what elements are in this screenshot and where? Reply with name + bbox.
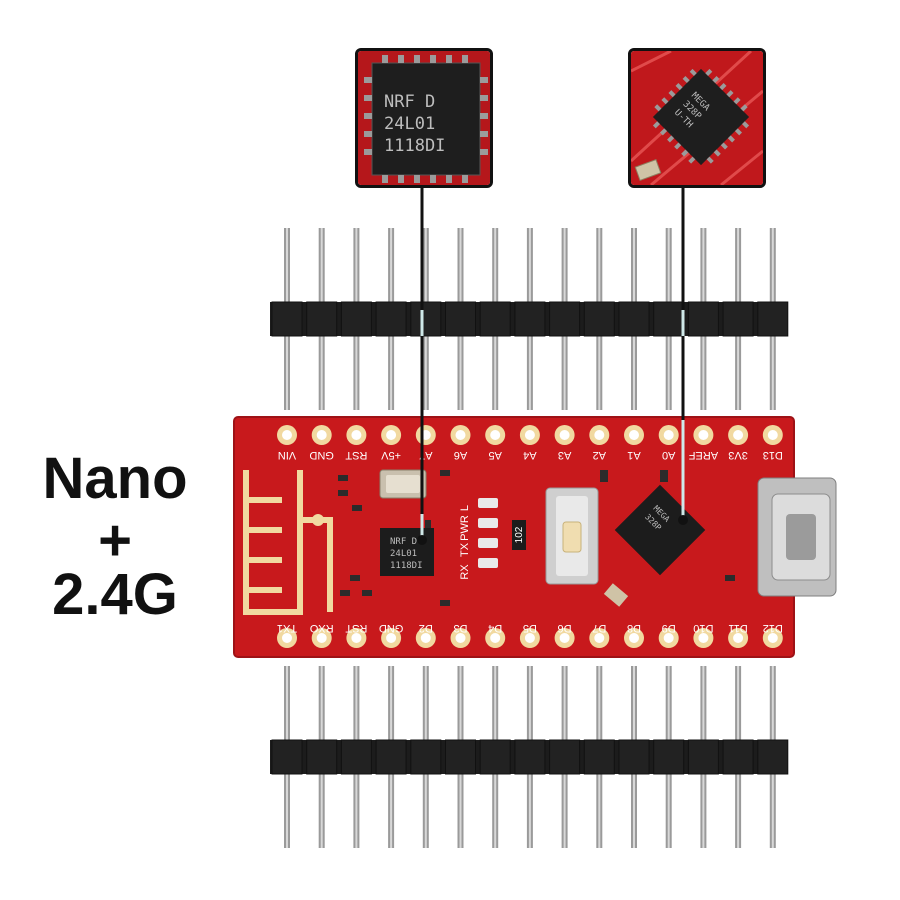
- nrf-text-line1: NRF D: [384, 92, 435, 112]
- pin-header-top: [270, 228, 789, 410]
- pin-label: D9: [662, 622, 676, 634]
- pin-label: RST: [345, 449, 367, 461]
- leader-dot-nrf: [417, 535, 427, 545]
- nrf-text-line3: 1118DI: [384, 136, 445, 156]
- pin-label: D5: [523, 622, 537, 634]
- nrf24l01-chip: NRF D 24L01 1118DI: [380, 528, 434, 576]
- pin-label: A1: [627, 449, 640, 461]
- callout-nrf-zoom: NRF D 24L01 1118DI: [355, 48, 493, 188]
- bottom-pin-labels: TX1 RXO RST GND D2 D3 D4 D5 D6 D7 D8 D9 D10 D11 D12: [277, 622, 783, 634]
- reset-button: [545, 487, 599, 585]
- svg-text:PWR: PWR: [459, 515, 471, 541]
- svg-text:NRF D: NRF D: [390, 537, 417, 547]
- crystal-oscillator: [379, 469, 427, 499]
- pin-label: A5: [488, 449, 501, 461]
- pin-label: A6: [454, 449, 467, 461]
- svg-text:TX: TX: [459, 542, 471, 557]
- pin-label: D7: [592, 622, 606, 634]
- status-leds: [478, 498, 498, 568]
- pin-label: D3: [453, 622, 467, 634]
- pin-pads: [277, 425, 783, 648]
- antenna-via: [312, 514, 324, 526]
- pin-header-bottom: [270, 666, 789, 848]
- pin-label: D11: [728, 622, 747, 634]
- pin-label: D4: [488, 622, 502, 634]
- leader-dot-atmega: [678, 515, 688, 525]
- pin-label: RST: [345, 622, 367, 634]
- svg-text:RX: RX: [459, 564, 471, 580]
- pin-label: D13: [763, 449, 783, 461]
- pin-label: A0: [662, 449, 675, 461]
- pin-label: AREF: [688, 449, 718, 461]
- nrf-text-line2: 24L01: [384, 114, 435, 134]
- pin-label: TX1: [277, 622, 297, 634]
- led-labels: L PWR TX RX: [459, 505, 471, 580]
- svg-text:24L01: 24L01: [390, 549, 417, 559]
- caption-line-nano: Nano: [42, 446, 188, 511]
- pin-label: A2: [593, 449, 606, 461]
- pcb-antenna-trace: [243, 470, 333, 615]
- pin-label: RXO: [309, 622, 333, 634]
- pin-label: A3: [558, 449, 571, 461]
- svg-text:1118DI: 1118DI: [390, 561, 423, 571]
- pin-label: A4: [523, 449, 536, 461]
- pin-label: GND: [379, 622, 404, 634]
- pin-label: GND: [309, 449, 334, 461]
- caption-line-24g: 2.4G: [52, 562, 178, 627]
- pin-label: 3V3: [728, 449, 748, 461]
- pin-label: D10: [693, 622, 713, 634]
- svg-text:L: L: [459, 505, 471, 511]
- resistor-102: 102: [512, 520, 526, 550]
- caption-line-plus: +: [98, 508, 132, 573]
- pin-label: VIN: [278, 449, 296, 461]
- micro-usb-port: [757, 477, 837, 597]
- pin-label: D12: [763, 622, 783, 634]
- pin-label: D8: [627, 622, 641, 634]
- pin-label: +5V: [381, 449, 402, 461]
- pin-label: D2: [419, 622, 433, 634]
- smd-components: [338, 470, 735, 606]
- callout-atmega-zoom: MEGA 328P U-TH: [628, 48, 766, 188]
- svg-text:102: 102: [514, 526, 525, 543]
- pin-label: D6: [558, 622, 572, 634]
- smd-capacitor: [603, 583, 629, 607]
